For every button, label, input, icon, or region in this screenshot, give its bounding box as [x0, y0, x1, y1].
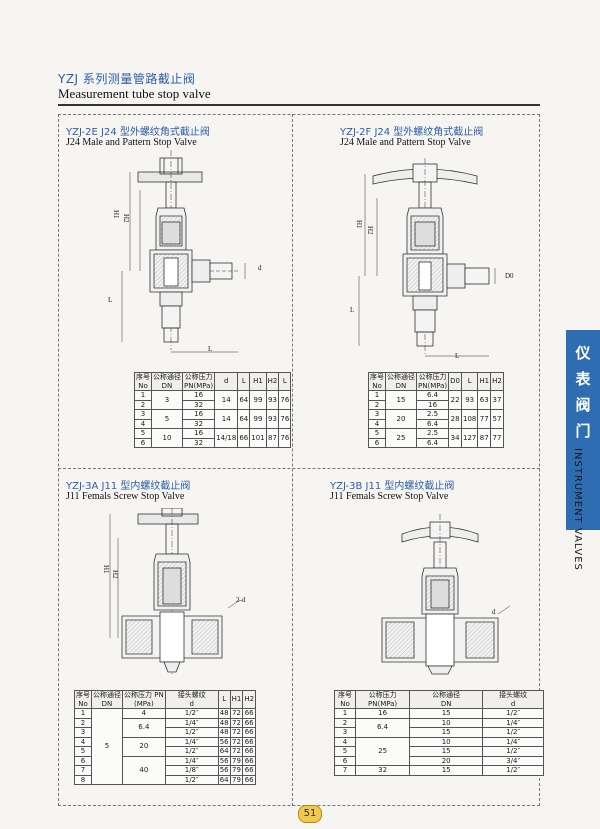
q2-th-h1: H1 — [477, 372, 492, 391]
q2-title-en: J24 Male and Pattern Stop Valve — [340, 137, 471, 148]
q1-dim-h1: H1 — [112, 210, 120, 219]
content-frame — [58, 114, 540, 806]
q1-dim-l-vertical: L — [108, 296, 113, 304]
table-row: 2 6.4 1/4″ 48 72 66 — [74, 717, 257, 738]
q3-th-h2: H2 — [242, 690, 257, 709]
table-row: 4 20 1/4″ 56 72 66 — [74, 736, 257, 757]
table-row: 7 32 15 1/2″ — [334, 765, 545, 776]
table-row: 4 25 10 1/4″ — [334, 736, 545, 766]
q1-th-h2: H2 — [265, 372, 280, 391]
page-number: 51 — [298, 805, 322, 823]
q4-title-en: J11 Femals Screw Stop Valve — [330, 491, 449, 502]
q3-th-pn: 公称压力 PN(MPa) — [122, 690, 166, 709]
horizontal-divider — [58, 468, 540, 469]
q2-dim-h2: H2 — [366, 226, 374, 235]
q1-title-en: J24 Male and Pattern Stop Valve — [66, 137, 197, 148]
q1-th-d: d — [214, 372, 239, 391]
q2-valve-drawing — [358, 158, 496, 357]
q3-title-en: J11 Femals Screw Stop Valve — [66, 491, 185, 502]
q4-title-cn: YZJ-3B J11 型内螺纹截止阀 — [330, 481, 455, 492]
q3-th-l: L — [217, 690, 231, 709]
table-row: 1 15 6.4 22 93 63 37 — [368, 390, 504, 410]
table-row: 8 1/2″ 64 79 66 — [74, 774, 257, 785]
q2-dim-l-vertical: L — [350, 306, 355, 314]
table-row: 5 10 16 14/18 66 101 87 76 — [134, 428, 292, 448]
q4-dim-d: d — [492, 608, 496, 616]
q4-valve-drawing — [381, 514, 511, 675]
q1-dim-h2: H2 — [122, 214, 130, 223]
q1-dim-d: d — [258, 264, 262, 272]
table-row: 1 3 16 14 64 99 93 76 — [134, 390, 292, 410]
table-row: 5 1/2″ 64 72 66 — [74, 746, 257, 757]
q3-title-cn: YZJ-3A J11 型内螺纹截止阀 — [66, 481, 191, 492]
q1-title-cn: YZJ-2E J24 型外螺纹角式截止阀 — [66, 127, 210, 138]
sidebar-text-en: INSTRUMENT VALVES — [572, 448, 583, 571]
table-row: 2 6.4 10 1/4″ — [334, 717, 545, 738]
q2-th-l: L — [460, 372, 479, 391]
vertical-divider — [292, 114, 293, 806]
q3-dim-h2: H2 — [111, 570, 119, 579]
table-row: 5 25 2.5 34 127 87 77 — [368, 428, 504, 448]
header-rule — [58, 104, 540, 106]
q3-dim-2d: 2-d — [236, 596, 246, 604]
q2-th-d0: D0 — [448, 372, 462, 391]
table-row: 6 40 1/4″ 56 79 66 — [74, 755, 257, 785]
q1-th-l: L — [237, 372, 251, 391]
q1-dim-l-horizontal: L — [208, 345, 213, 353]
sidebar-tab: 仪 表 阀 门 — [566, 330, 600, 530]
q1-th-l2: L — [278, 372, 292, 391]
table-row: 1 5 4 1/2″ 48 72 66 — [74, 708, 257, 785]
q2-title-cn: YZJ-2F J24 型外螺纹角式截止阀 — [340, 127, 484, 138]
table-row: 6 6.4 — [368, 437, 504, 448]
q1-th-h1: H1 — [249, 372, 267, 391]
page-title-en: Measurement tube stop valve — [58, 86, 211, 101]
q3-th-h1: H1 — [229, 690, 244, 709]
q2-dim-d0: D0 — [505, 272, 514, 280]
sidebar-char-4: 门 — [575, 422, 591, 440]
table-row: 1 16 15 1/2″ — [334, 708, 545, 719]
q2-th-h2: H2 — [490, 372, 504, 391]
page-title-cn: YZJ 系列测量管路截止阀 — [58, 72, 196, 86]
q3-valve-drawing — [109, 508, 241, 674]
sidebar-char-1: 仪 — [575, 344, 591, 362]
q3-dim-h1: H1 — [102, 565, 110, 574]
q2-dim-h1: H1 — [355, 220, 363, 229]
q2-dim-l-horizontal: L — [455, 352, 460, 360]
table-row: 6 32 — [134, 437, 291, 448]
table-row: 3 5 16 14 64 99 93 76 — [134, 409, 292, 429]
q1-valve-drawing — [121, 150, 246, 353]
sidebar-char-3: 阀 — [575, 396, 591, 414]
sidebar-char-2: 表 — [575, 370, 591, 388]
table-row: 3 20 2.5 28 108 77 57 — [368, 409, 504, 429]
